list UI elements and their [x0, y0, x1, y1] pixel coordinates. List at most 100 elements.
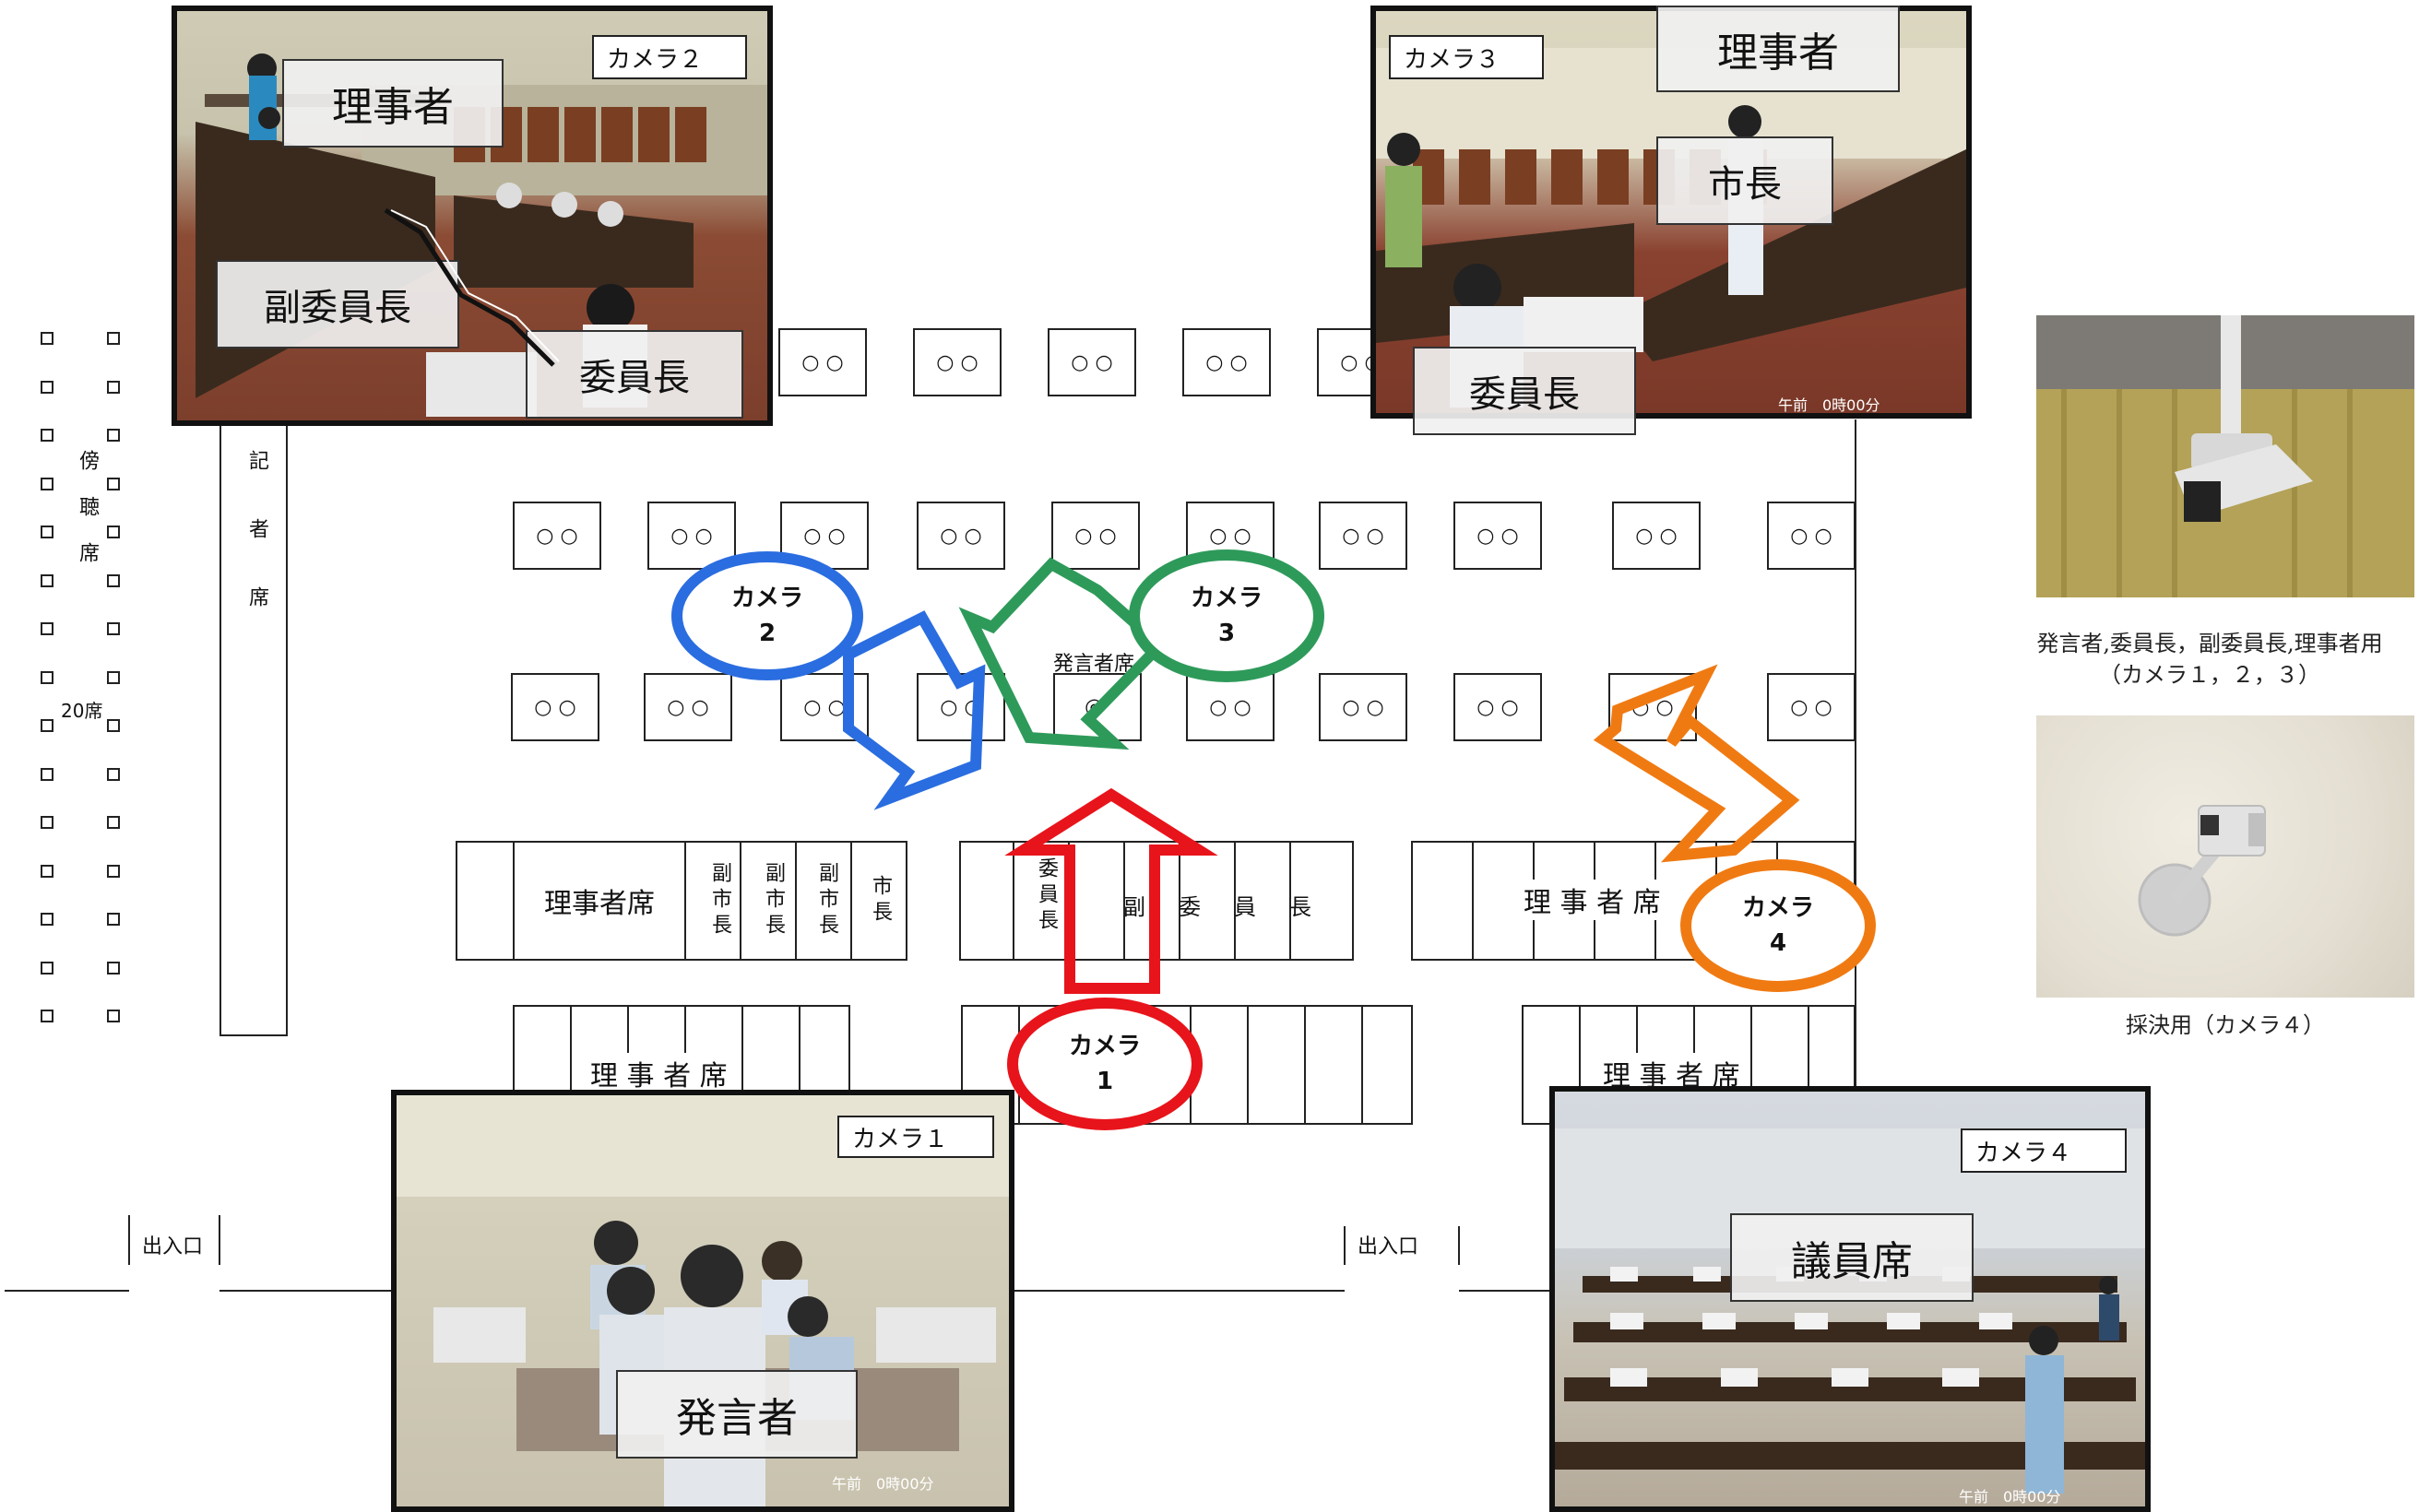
speaker-seat-label: 発言者席 — [1053, 653, 1135, 676]
entrance-left: 出入口 — [142, 1235, 204, 1258]
member-desk: ○ ○ — [1453, 673, 1542, 741]
camera-2-label-vicechair: 副委員長 — [216, 260, 459, 348]
gallery-seat — [107, 526, 120, 538]
member-desk: ○ ○ — [1051, 502, 1140, 570]
gallery-seats — [41, 332, 133, 1033]
member-desk: ○ ○ — [1453, 502, 1542, 570]
member-desk: ○ ○ — [917, 502, 1005, 570]
gallery-seat — [41, 913, 53, 926]
right-front-label: 理 事 者 席 — [1524, 880, 1661, 920]
vice-chair-3: 員 — [1234, 894, 1256, 920]
camera-1-arrow — [1004, 787, 1218, 994]
gallery-seat — [107, 477, 120, 490]
gallery-seat — [107, 913, 120, 926]
gallery-count: 20席 — [61, 700, 103, 722]
camera-4-tag: カメラ４ — [1961, 1128, 2127, 1173]
gallery-seat — [107, 719, 120, 732]
gallery-seat — [107, 961, 120, 975]
gallery-seat — [107, 767, 120, 781]
ceiling-camera-caption-sub: （カメラ１，２，３） — [2099, 662, 2320, 688]
gallery-seat — [107, 429, 120, 442]
camera-2-ring — [671, 551, 863, 680]
gallery-seat — [41, 816, 53, 829]
member-desk: ○ ○ — [1767, 673, 1856, 741]
gallery-seat — [41, 1010, 53, 1022]
gallery-seat — [107, 622, 120, 635]
vice-chair-4: 長 — [1289, 894, 1311, 920]
gallery-seat — [107, 1010, 120, 1022]
gallery-seat — [107, 332, 120, 345]
gallery-label: 傍聴席 — [76, 450, 99, 588]
camera-3-arrow — [958, 557, 1168, 750]
camera-4-number: 4 — [1769, 929, 1787, 957]
camera-1-tag: カメラ１ — [837, 1116, 994, 1158]
camera-3-number: 3 — [1217, 620, 1236, 647]
rear-left-label: 理 事 者 席 — [590, 1053, 728, 1093]
gallery-seat — [107, 380, 120, 394]
camera-3-tag: カメラ３ — [1389, 35, 1544, 79]
wall-camera-photo — [2036, 715, 2414, 998]
wall-camera-caption: 採決用（カメラ４） — [2126, 1012, 2325, 1038]
gallery-seat — [41, 719, 53, 732]
camera-2-number: 2 — [758, 620, 777, 647]
gallery-seat — [41, 961, 53, 975]
vice-mayor-1: 副市長 — [708, 862, 731, 939]
gallery-seat — [41, 332, 53, 345]
gallery-seat — [41, 767, 53, 781]
camera-3-marker: カメラ 3 — [1168, 581, 1286, 651]
camera-3-label-mayor: 市長 — [1656, 136, 1833, 225]
member-desk: ○ ○ — [913, 328, 1002, 396]
member-desk: ○ ○ — [1186, 673, 1275, 741]
ceiling-camera-drawing — [2036, 315, 2414, 597]
camera-2-tag: カメラ２ — [592, 35, 747, 79]
camera-2-label: カメラ — [730, 585, 803, 612]
entrance-right: 出入口 — [1358, 1235, 1419, 1258]
gallery-seat — [41, 477, 53, 490]
camera-2-label-chair: 委員長 — [526, 330, 743, 419]
member-desk: ○ ○ — [1048, 328, 1136, 396]
member-desk: ○ ○ — [513, 502, 601, 570]
camera-1-label-speaker: 発言者 — [616, 1370, 858, 1459]
camera-2-arrow — [843, 610, 986, 810]
camera-1-scene — [397, 1095, 1009, 1506]
camera-1-label: カメラ — [1068, 1033, 1141, 1060]
gallery-seat — [41, 670, 53, 684]
member-desk: ○ ○ — [1319, 502, 1407, 570]
camera-4-arrow — [1593, 664, 1800, 863]
camera-1-ring — [1007, 998, 1203, 1130]
camera-4-label: カメラ — [1741, 894, 1814, 922]
camera-3-ring — [1129, 549, 1324, 682]
camera-2-pointer-lines — [384, 207, 560, 367]
wall-camera-drawing — [2138, 805, 2266, 937]
left-front-block: 理事者席 — [456, 841, 907, 961]
camera-3-label-chair: 委員長 — [1413, 347, 1636, 435]
gallery-seat — [41, 526, 53, 538]
gallery-seat — [41, 380, 53, 394]
gallery-seat — [107, 816, 120, 829]
gallery-seat — [41, 864, 53, 878]
press-label: 記者席 — [245, 450, 268, 655]
camera-4-marker: カメラ 4 — [1719, 891, 1837, 961]
vice-chair-1: 副 — [1123, 894, 1145, 920]
camera-1-overlay: 午前 0時00分 — [832, 1475, 934, 1493]
ceiling-camera-photo — [2036, 315, 2414, 597]
gallery-seat — [107, 864, 120, 878]
camera-3-label-rijisha: 理事者 — [1656, 6, 1900, 92]
left-front-label: 理事者席 — [515, 843, 686, 959]
camera-4-label-seats: 議員席 — [1730, 1213, 1974, 1302]
chairman-label: 委員長 — [1035, 857, 1058, 935]
member-desk: ○ ○ — [511, 673, 599, 741]
member-desk: ○ ○ — [1612, 502, 1701, 570]
gallery-seat — [41, 429, 53, 442]
member-desk: ○ ○ — [1182, 328, 1271, 396]
camera-4-overlay: 午前 0時00分 — [1959, 1488, 2061, 1506]
camera-1-marker: カメラ 1 — [1046, 1029, 1164, 1099]
member-desk: ○ ○ — [778, 328, 867, 396]
gallery-seat — [107, 670, 120, 684]
vice-mayor-labels: 副市長 副市長 副市長 市長 — [681, 850, 907, 951]
vice-chair-2: 委 — [1179, 894, 1201, 920]
camera-3-label: カメラ — [1190, 585, 1263, 612]
member-desk: ○ ○ — [647, 502, 736, 570]
gallery-seat — [107, 573, 120, 587]
